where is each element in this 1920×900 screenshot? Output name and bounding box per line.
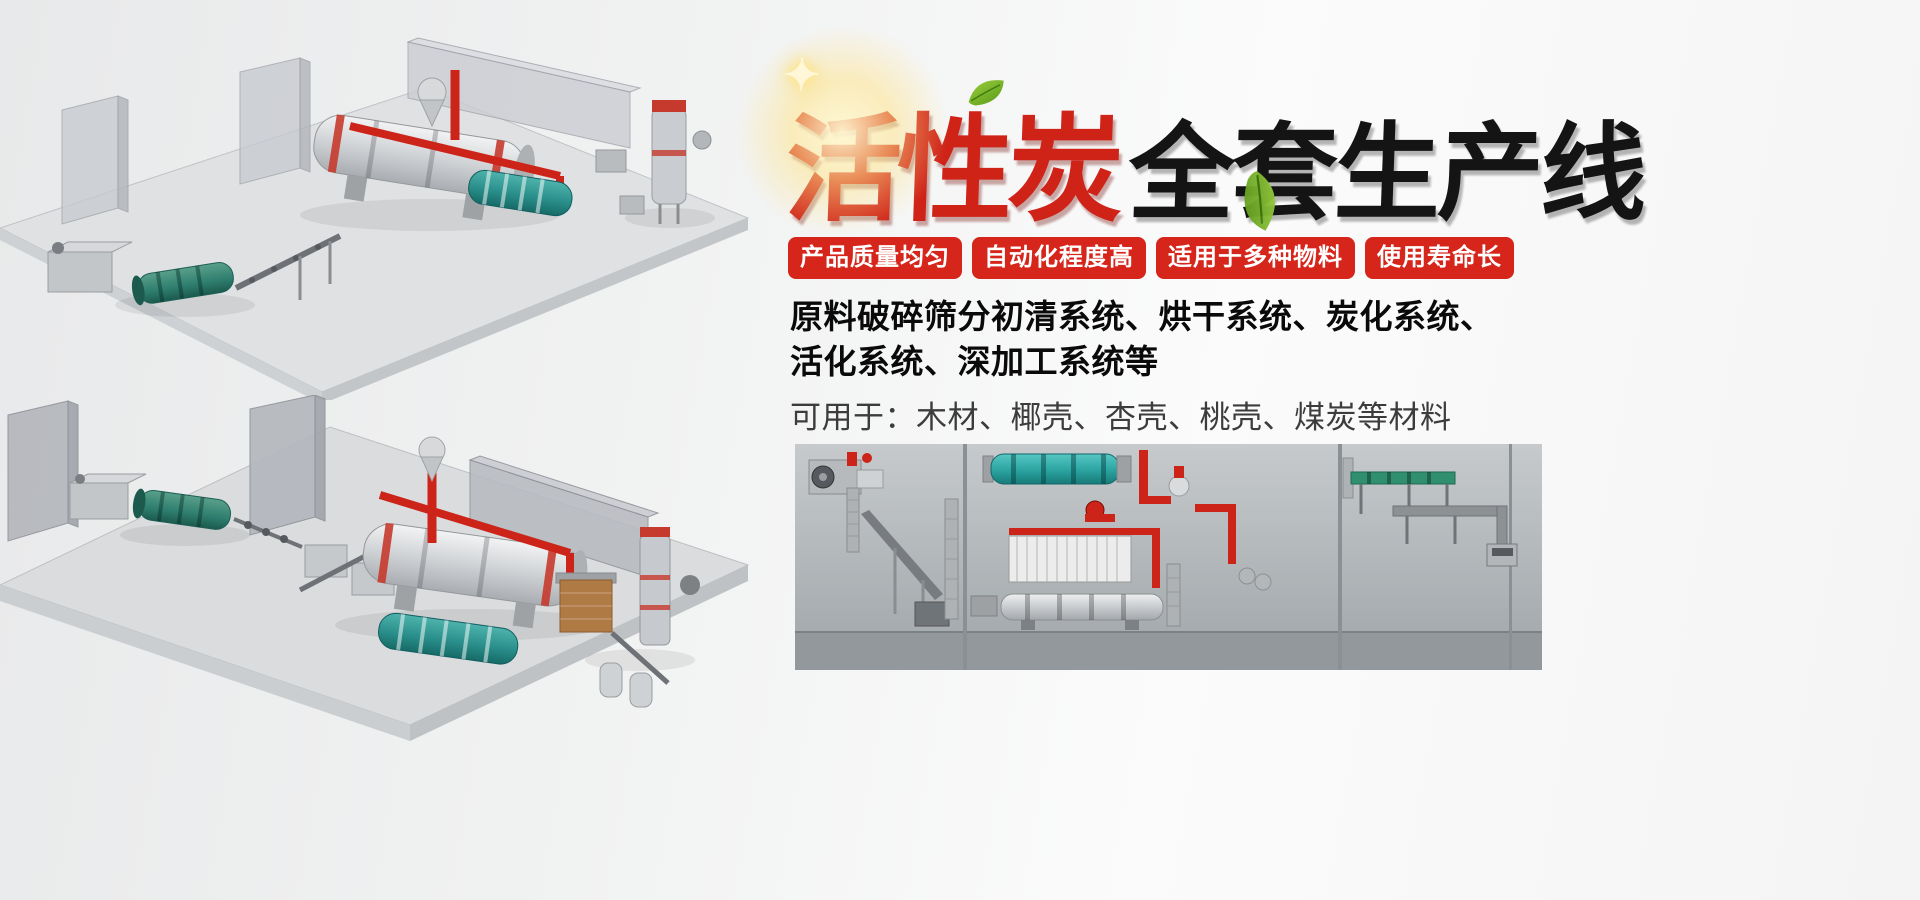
main-title: ✦ 活性炭全套生产线 xyxy=(728,21,1646,251)
production-line-schematic xyxy=(795,444,1542,670)
production-line-render-bottom xyxy=(0,395,750,741)
description-line-1: 原料破碎筛分初清系统、烘干系统、炭化系统、 xyxy=(790,298,1494,335)
badge-lifespan: 使用寿命长 xyxy=(1365,237,1514,279)
sparkle-icon: ✦ xyxy=(782,50,821,101)
right-content: ✦ 活性炭全套生产线 产品质量均匀 自动化程度高 适用于多种物料 使用寿命长 xyxy=(728,0,1920,900)
production-line-render-top xyxy=(0,37,750,400)
inclined-conveyor xyxy=(234,233,342,300)
screening-drum xyxy=(132,488,232,530)
rotary-dryer-drum xyxy=(362,522,588,629)
carbonization-tower xyxy=(595,100,712,224)
brick-furnace xyxy=(555,572,617,633)
screw-conveyor xyxy=(233,517,303,549)
badge-automation: 自动化程度高 xyxy=(972,237,1146,279)
description-line-2: 活化系统、深加工系统等 xyxy=(790,343,1159,380)
screening-drum xyxy=(131,262,234,306)
title-rest: 全套生产线 xyxy=(1126,110,1646,235)
badge-materials: 适用于多种物料 xyxy=(1156,237,1355,279)
badge-quality: 产品质量均匀 xyxy=(788,237,962,279)
activation-drum xyxy=(378,612,519,665)
ball-mill-drum xyxy=(468,169,573,217)
description-block: 原料破碎筛分初清系统、烘干系统、炭化系统、 活化系统、深加工系统等 可用于：木材… xyxy=(790,294,1494,437)
schematic-packing-section xyxy=(1342,457,1518,567)
crusher-feeder xyxy=(47,241,133,293)
feature-badges: 产品质量均匀 自动化程度高 适用于多种物料 使用寿命长 xyxy=(788,237,1514,279)
barrier-walls xyxy=(7,395,660,578)
cooling-tower xyxy=(599,527,700,708)
schematic-crusher-section xyxy=(808,452,950,627)
title-highlight: 活性炭 xyxy=(783,102,1122,238)
description-line-3: 可用于：木材、椰壳、杏壳、桃壳、煤炭等材料 xyxy=(790,400,1452,435)
red-piping xyxy=(378,436,574,587)
shadows xyxy=(115,199,715,317)
crusher-feeder xyxy=(69,473,147,520)
barrier-walls xyxy=(61,37,642,225)
schematic-dryer-section xyxy=(944,450,1272,630)
